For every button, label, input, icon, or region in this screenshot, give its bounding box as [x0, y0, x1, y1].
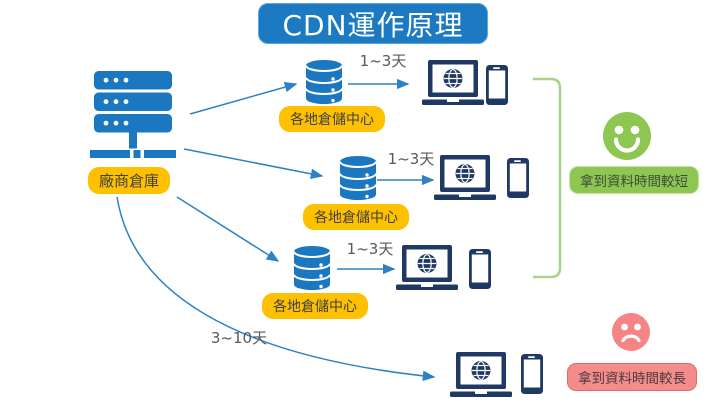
happy-face-icon [602, 111, 652, 161]
group-bracket [532, 77, 562, 279]
smartphone-icon [469, 249, 491, 289]
warehouse-label-3: 各地倉儲中心 [262, 293, 368, 319]
warehouse-label-2: 各地倉儲中心 [303, 204, 409, 230]
warehouse-label-1: 各地倉儲中心 [279, 106, 385, 132]
smartphone-icon [521, 354, 543, 394]
arrow-origin-to-warehouse-2 [183, 148, 324, 179]
database-icon [292, 244, 332, 292]
transit-time-label-1: 1~3天 [359, 52, 407, 70]
smartphone-icon [486, 65, 508, 105]
database-icon [304, 58, 344, 106]
arrow-origin-to-client-direct [116, 196, 436, 382]
sad-face-icon [611, 312, 651, 352]
laptop-globe-icon [450, 352, 512, 398]
server-rack-icon [90, 71, 176, 159]
transit-time-label-2: 1~3天 [387, 150, 435, 168]
arrow-origin-to-warehouse-1 [189, 82, 298, 115]
laptop-globe-icon [422, 60, 484, 106]
laptop-globe-icon [434, 155, 496, 201]
arrow-origin-to-warehouse-3 [176, 196, 280, 262]
smartphone-icon [507, 158, 529, 198]
slow-outcome-label: 拿到資料時間較長 [567, 363, 697, 391]
slow-transit-time-label: 3~10天 [210, 329, 268, 347]
transit-time-label-3: 1~3天 [346, 240, 394, 258]
origin-warehouse-label: 廠商倉庫 [88, 167, 171, 194]
database-icon [338, 154, 378, 202]
page-title: CDN運作原理 [258, 3, 488, 44]
laptop-globe-icon [396, 245, 458, 291]
fast-outcome-label: 拿到資料時間較短 [569, 166, 699, 194]
